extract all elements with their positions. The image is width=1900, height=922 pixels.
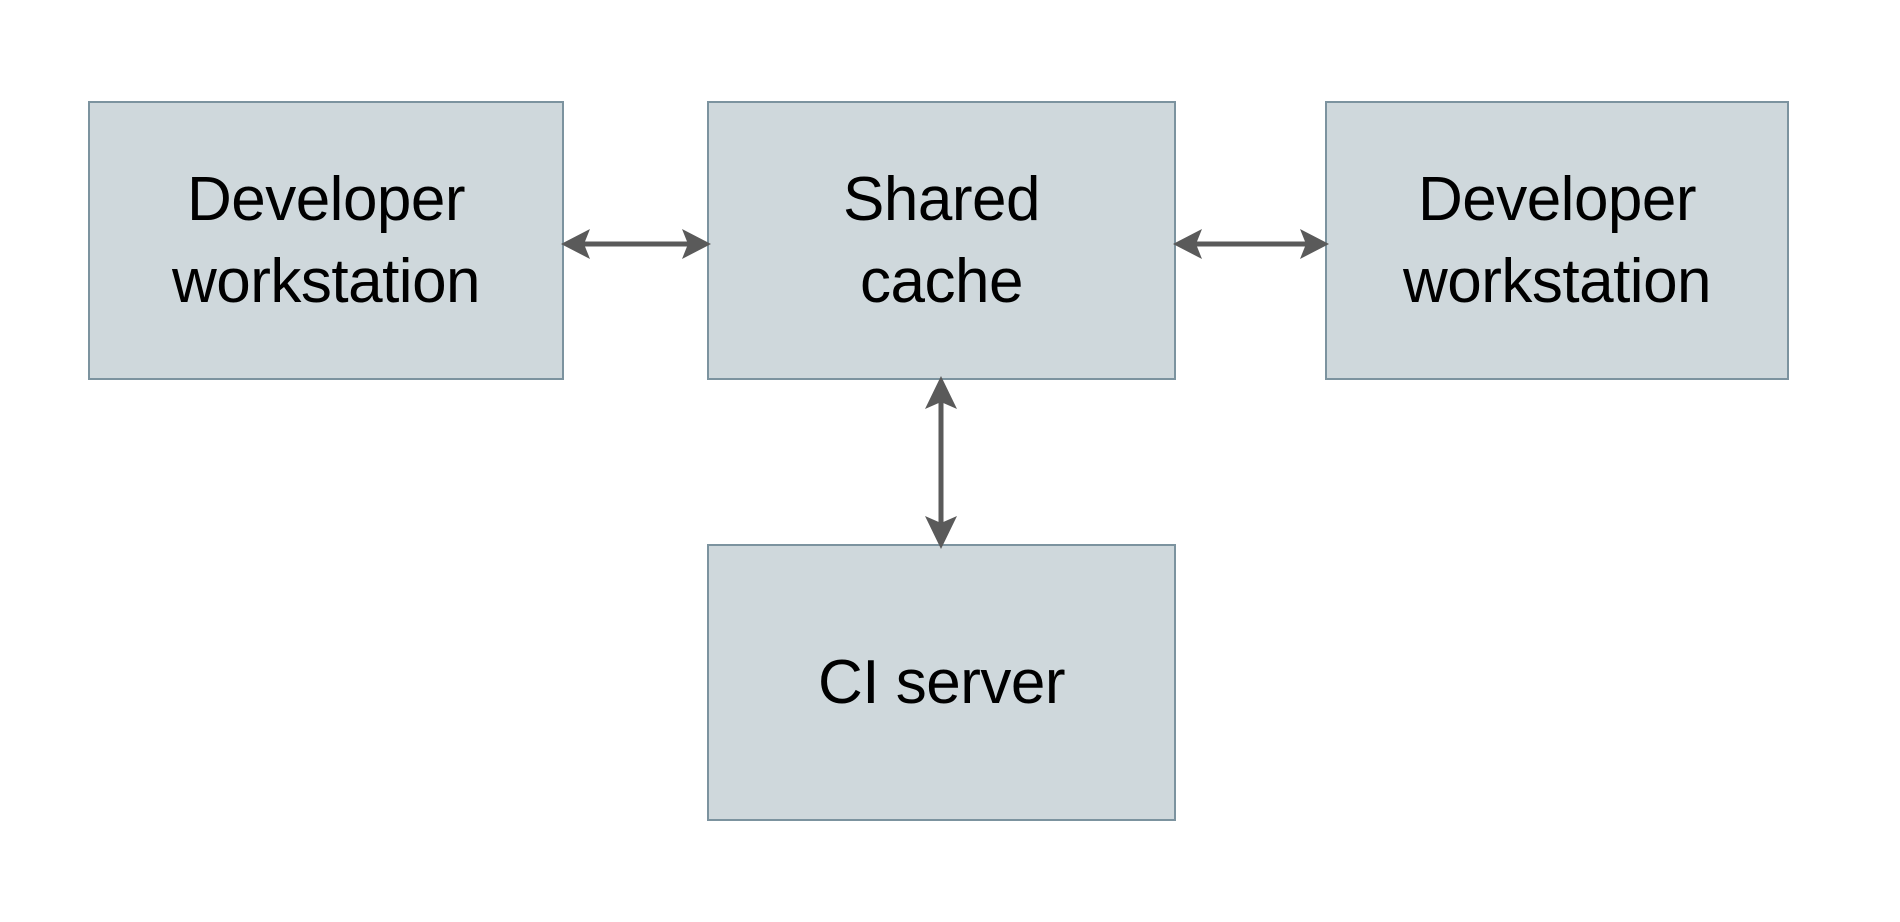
arrowhead-right-icon [682,229,711,259]
node-shared-cache[interactable]: Shared cache [707,101,1176,380]
edge-shared-cache-to-ci-server[interactable] [910,375,972,550]
arrowhead-left-icon [561,229,590,259]
arrowhead-down-icon [925,516,957,549]
arrowhead-right-icon [1300,229,1329,259]
node-developer-workstation-right[interactable]: Developer workstation [1325,101,1789,380]
node-label: Developer workstation [171,164,481,316]
edge-developer-left-to-shared-cache[interactable] [560,213,712,275]
arrowhead-up-icon [925,376,957,409]
node-label: CI server [818,647,1065,717]
arrowhead-left-icon [1173,229,1202,259]
node-label: Shared cache [843,164,1040,316]
node-developer-workstation-left[interactable]: Developer workstation [88,101,564,380]
node-label: Developer workstation [1402,164,1712,316]
node-ci-server[interactable]: CI server [707,544,1176,821]
edge-shared-cache-to-developer-right[interactable] [1172,213,1330,275]
